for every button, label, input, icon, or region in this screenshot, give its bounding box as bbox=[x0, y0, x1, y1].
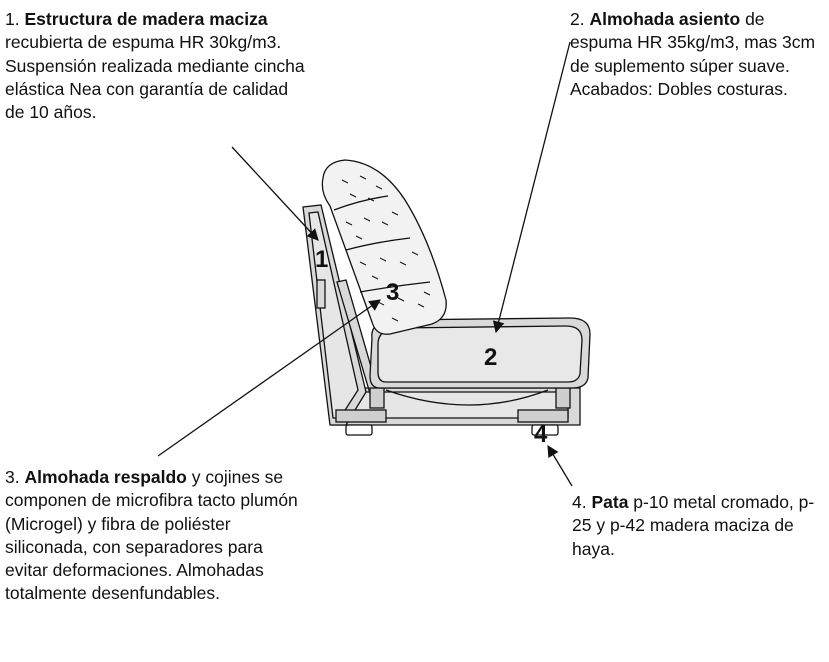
leader-2 bbox=[492, 41, 571, 334]
leader-4 bbox=[547, 444, 573, 487]
frame-post-right bbox=[555, 387, 571, 409]
sofa-legs bbox=[345, 424, 559, 436]
callout-4-prefix: 4. bbox=[572, 492, 592, 512]
leader-3 bbox=[157, 299, 381, 457]
sofa-frame bbox=[302, 204, 581, 426]
frame-back-inner bbox=[308, 211, 359, 419]
callout-4-text: 4. Pata p-10 metal cromado, p-25 y p-42 … bbox=[572, 491, 822, 561]
leader-1 bbox=[231, 146, 319, 241]
callout-4-description: p-10 metal cromado, p-25 y p-42 madera m… bbox=[572, 492, 815, 559]
callout-4-title: Pata bbox=[591, 492, 629, 512]
leader-lines bbox=[157, 41, 573, 487]
callout-3-text: 3. Almohada respaldo y cojines se compon… bbox=[5, 466, 305, 606]
part-number-4: 4 bbox=[534, 421, 548, 448]
part-number-2: 2 bbox=[484, 344, 497, 371]
leg-left bbox=[345, 424, 373, 436]
part-number-1: 1 bbox=[315, 246, 328, 273]
callout-3-title: Almohada respaldo bbox=[24, 467, 187, 487]
seat-cushion bbox=[369, 317, 591, 389]
callout-1-prefix: 1. bbox=[5, 9, 25, 29]
frame-block-left bbox=[335, 409, 387, 423]
suspension-webbing bbox=[385, 389, 549, 406]
frame-block-right bbox=[517, 409, 569, 423]
back-cushion-fill-texture bbox=[341, 175, 431, 322]
back-seam-3 bbox=[359, 281, 431, 293]
callout-1-title: Estructura de madera maciza bbox=[24, 9, 268, 29]
callout-2-title: Almohada asiento bbox=[589, 9, 741, 29]
callout-2-description: de espuma HR 35kg/m3, mas 3cm de supleme… bbox=[570, 9, 816, 99]
callout-2-prefix: 2. bbox=[570, 9, 590, 29]
back-seam-2 bbox=[345, 237, 411, 251]
frame-slat bbox=[316, 279, 326, 309]
callout-3-description: y cojines se componen de microfibra tact… bbox=[5, 467, 298, 604]
callout-3-prefix: 3. bbox=[5, 467, 25, 487]
callout-1-text: 1. Estructura de madera maciza recubiert… bbox=[5, 8, 305, 124]
seat-cushion-inner bbox=[377, 325, 583, 383]
callout-1-description: recubierta de espuma HR 30kg/m3. Suspens… bbox=[5, 32, 305, 123]
part-number-3: 3 bbox=[386, 279, 399, 306]
back-cushion bbox=[321, 159, 447, 335]
leg-right bbox=[531, 424, 559, 436]
frame-post bbox=[369, 387, 385, 409]
callout-2-text: 2. Almohada asiento de espuma HR 35kg/m3… bbox=[570, 8, 825, 101]
back-seam-1 bbox=[333, 195, 389, 211]
